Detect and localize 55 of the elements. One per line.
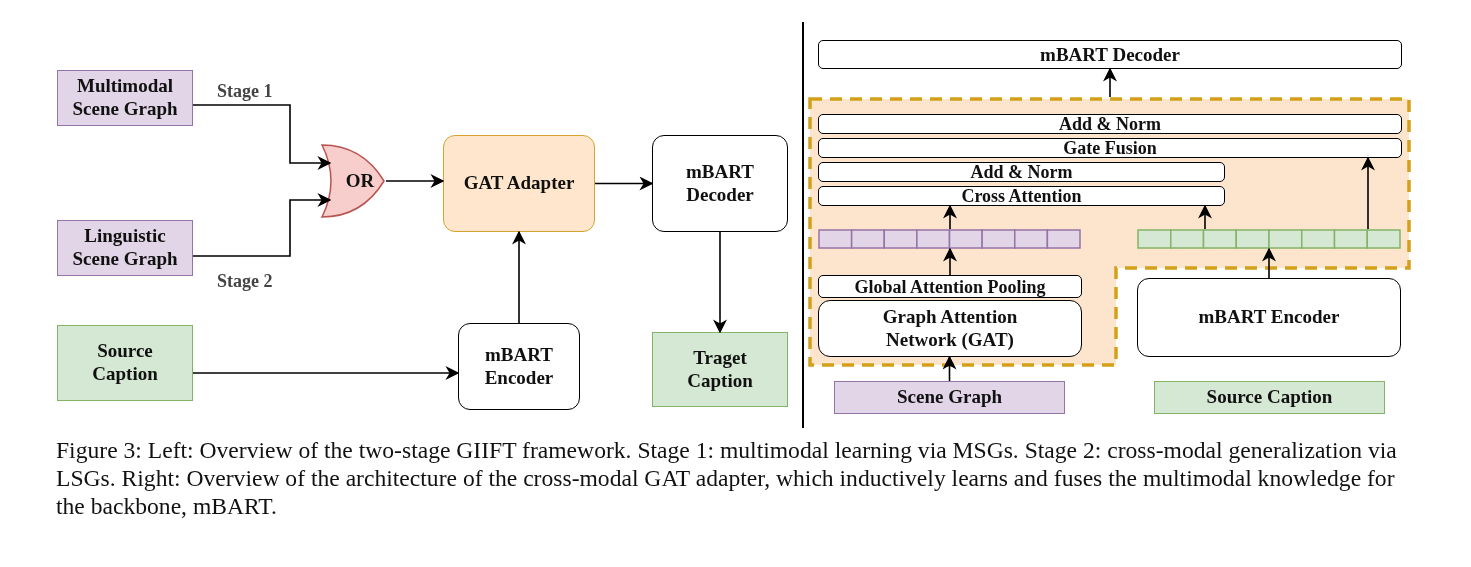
input-box (57, 325, 193, 401)
arrow (1361, 156, 1375, 230)
node-label: Traget Caption (686, 346, 754, 393)
figure-caption: Figure 3: Left: Overview of the two-stage GIIFT framework. Stage 1: multimodal learning via MSGs. Stage 2: cross-modal generalization via LSGs. Right: Overview of the architecture of the cross-modal GAT adapter, which inductively learns and fuses the multimodal knowledge for the backbone, mBART. (56, 436, 1398, 520)
layer-box (818, 138, 1402, 158)
node-label: mBART Decoder (1040, 45, 1180, 64)
arrow (713, 231, 727, 334)
module-box (818, 300, 1082, 357)
module-box (458, 323, 580, 410)
arrow (192, 366, 460, 380)
node-label: Source Caption (91, 340, 159, 386)
layer-box (818, 162, 1225, 182)
node-label: Source Caption (1206, 386, 1333, 409)
node-label: Add & Norm (970, 163, 1073, 181)
module-box (652, 135, 788, 232)
arrow (943, 247, 957, 276)
input-box (1154, 381, 1385, 414)
arrow (192, 193, 332, 257)
node-label: mBART Decoder (685, 160, 755, 207)
node-label: Multimodal Scene Graph (72, 75, 178, 121)
arrow (943, 204, 957, 230)
arrow (512, 230, 526, 324)
input-box (57, 70, 193, 126)
arrow (594, 176, 654, 191)
arrow (1103, 67, 1117, 98)
node-label: mBART Encoder (1198, 306, 1340, 329)
token-bar (818, 229, 1081, 249)
arrow (385, 174, 445, 188)
input-box (834, 381, 1065, 414)
node-label: mBART Encoder (483, 343, 555, 390)
arrow (1198, 204, 1212, 230)
input-box (652, 332, 788, 407)
layer-box (818, 114, 1402, 134)
token-bar (1137, 229, 1401, 249)
node-label: Linguistic Scene Graph (72, 225, 178, 271)
arrow (192, 104, 332, 170)
arrow (942, 355, 957, 382)
node-label: OR (345, 169, 375, 193)
input-box (57, 220, 193, 276)
node-label: Cross Attention (961, 187, 1082, 205)
node-label: Gate Fusion (1063, 139, 1157, 157)
module-box (1137, 278, 1401, 357)
arrow (1262, 247, 1276, 279)
or-gate (320, 143, 386, 219)
layer-box (818, 275, 1082, 298)
node-label: GAT Adapter (463, 172, 575, 195)
layer-box (818, 40, 1402, 69)
layer-box (818, 186, 1225, 206)
node-label: Scene Graph (897, 386, 1002, 409)
edge-label: Stage 2 (215, 272, 275, 290)
node-label: Graph Attention Network (GAT) (881, 305, 1019, 352)
node-label: Global Attention Pooling (854, 277, 1046, 296)
node-label: Add & Norm (1059, 115, 1161, 133)
adapter-box (443, 135, 595, 232)
edge-label: Stage 1 (215, 82, 275, 100)
